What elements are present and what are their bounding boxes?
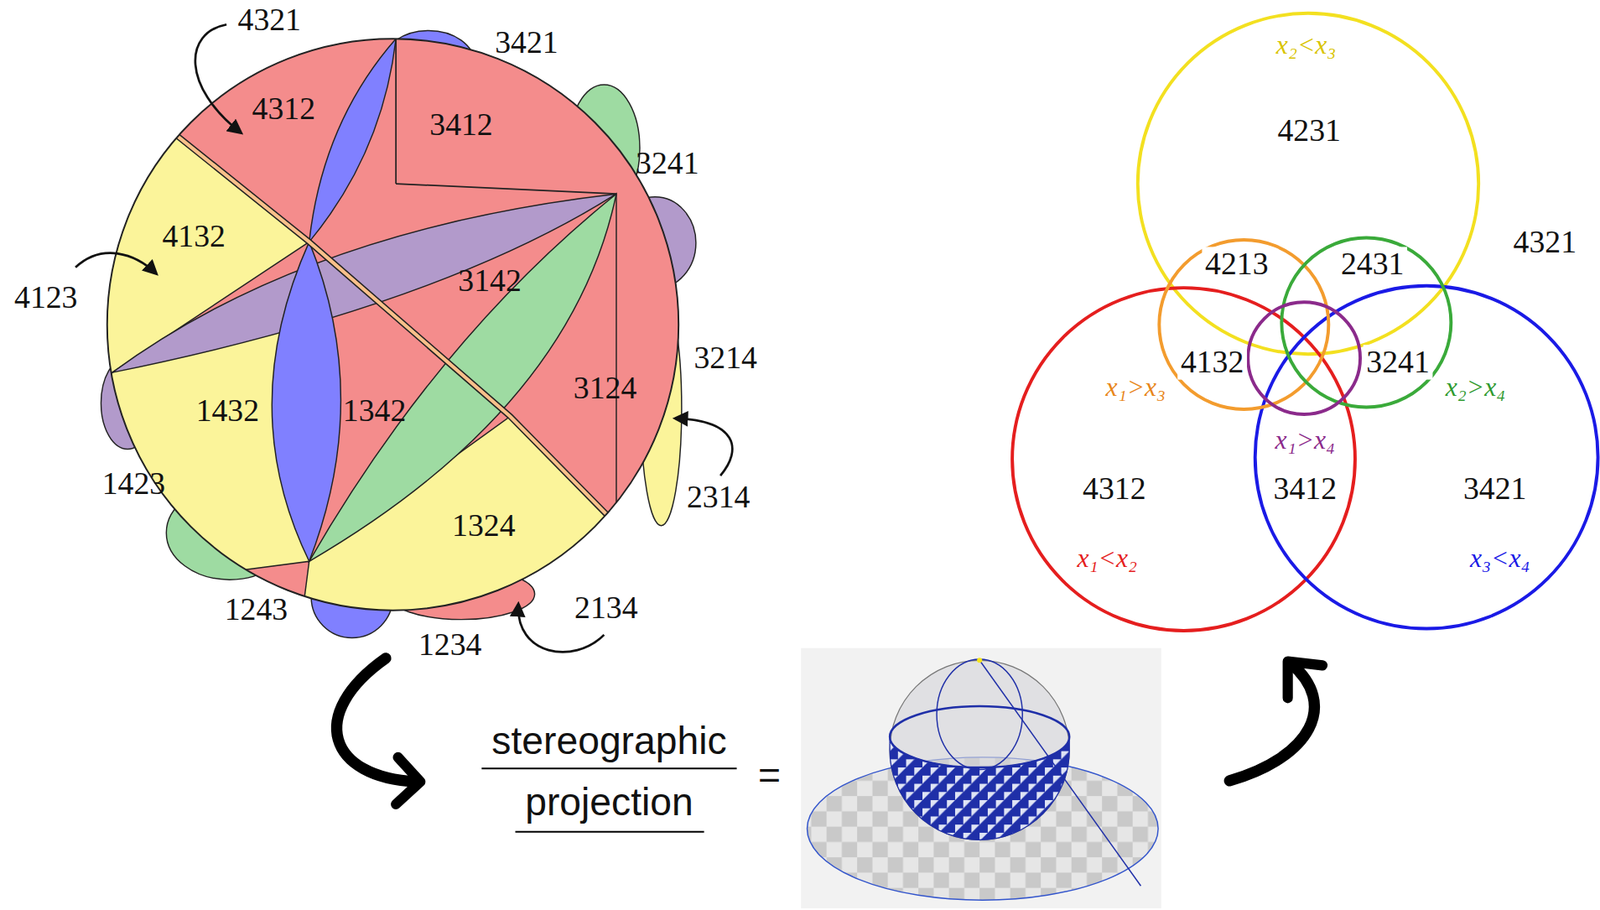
region-label: 4231 — [1274, 113, 1345, 148]
region-label: 3124 — [573, 370, 637, 406]
region-label: 4132 — [1177, 344, 1247, 380]
region-label: 4312 — [1079, 471, 1149, 506]
region-label: 3142 — [457, 263, 521, 298]
sphere-outline — [107, 38, 679, 610]
region-label: 3421 — [1459, 471, 1530, 506]
region-label: 1324 — [451, 508, 515, 543]
underline — [515, 831, 705, 833]
tiled-hemisphere — [889, 737, 1070, 841]
region-label: 4321 — [238, 3, 302, 38]
leader-arrow — [675, 418, 733, 476]
region-label: 3241 — [1363, 344, 1434, 380]
curved-arrow — [1229, 663, 1315, 781]
inequality-label: x₃<x₄ — [1468, 544, 1533, 574]
region-circle — [1255, 285, 1599, 629]
great-circle — [92, 67, 629, 536]
great-circle — [394, 38, 397, 184]
leader-arrow — [75, 253, 156, 274]
inequality-label: x₂>x₄ — [1443, 373, 1507, 403]
great-circle — [92, 67, 629, 536]
equator — [889, 706, 1070, 768]
sphere-region — [309, 38, 396, 242]
region-label: 4123 — [14, 280, 78, 316]
projection-picture — [800, 648, 1162, 909]
great-circle — [615, 193, 617, 525]
caption-text: projection — [524, 781, 693, 825]
sphere-region — [271, 241, 341, 562]
region-label: 2134 — [574, 590, 638, 625]
region-label: 4213 — [1201, 246, 1272, 281]
region-label: 4321 — [1510, 224, 1580, 260]
region-label: 1423 — [102, 466, 166, 501]
inequality-label: x₁>x₃ — [1103, 373, 1168, 403]
region-label: 4132 — [161, 219, 225, 255]
north-pole — [976, 657, 982, 663]
leader-arrow — [195, 24, 241, 133]
region-label: 3214 — [693, 340, 757, 375]
region-circle — [1281, 238, 1451, 408]
picture-ground — [800, 648, 1162, 909]
region-label: 1234 — [418, 627, 482, 662]
caption-text: = — [758, 753, 781, 797]
venn-circles — [1012, 13, 1598, 631]
region-label: 3421 — [494, 25, 558, 60]
region-label: 3241 — [635, 145, 699, 181]
region-label: 2314 — [686, 479, 750, 515]
region-label: 2431 — [1337, 246, 1408, 281]
caption-text: stereographic — [491, 720, 727, 764]
glass-sphere — [889, 659, 1070, 840]
great-circle — [395, 183, 617, 194]
inequality-label: x₂<x₃ — [1273, 31, 1338, 61]
leader-lines — [75, 24, 733, 652]
region-circle — [1247, 301, 1361, 415]
region-label: 4312 — [252, 91, 316, 126]
region-label: 3412 — [1270, 471, 1341, 506]
region-label: 1243 — [224, 592, 288, 627]
meridian — [936, 659, 1023, 769]
arrow-head — [395, 757, 421, 805]
region-label: 1432 — [196, 394, 260, 429]
fraction-bar — [481, 767, 737, 769]
sphere-region — [112, 193, 617, 373]
region-label: 1342 — [342, 394, 406, 429]
inequality-label: x₁<x₂ — [1075, 544, 1139, 574]
region-label: 3412 — [429, 107, 493, 142]
inequality-label: x₁>x₄ — [1272, 425, 1337, 456]
arrow-head — [1288, 661, 1323, 699]
projection-ray — [979, 659, 1141, 886]
